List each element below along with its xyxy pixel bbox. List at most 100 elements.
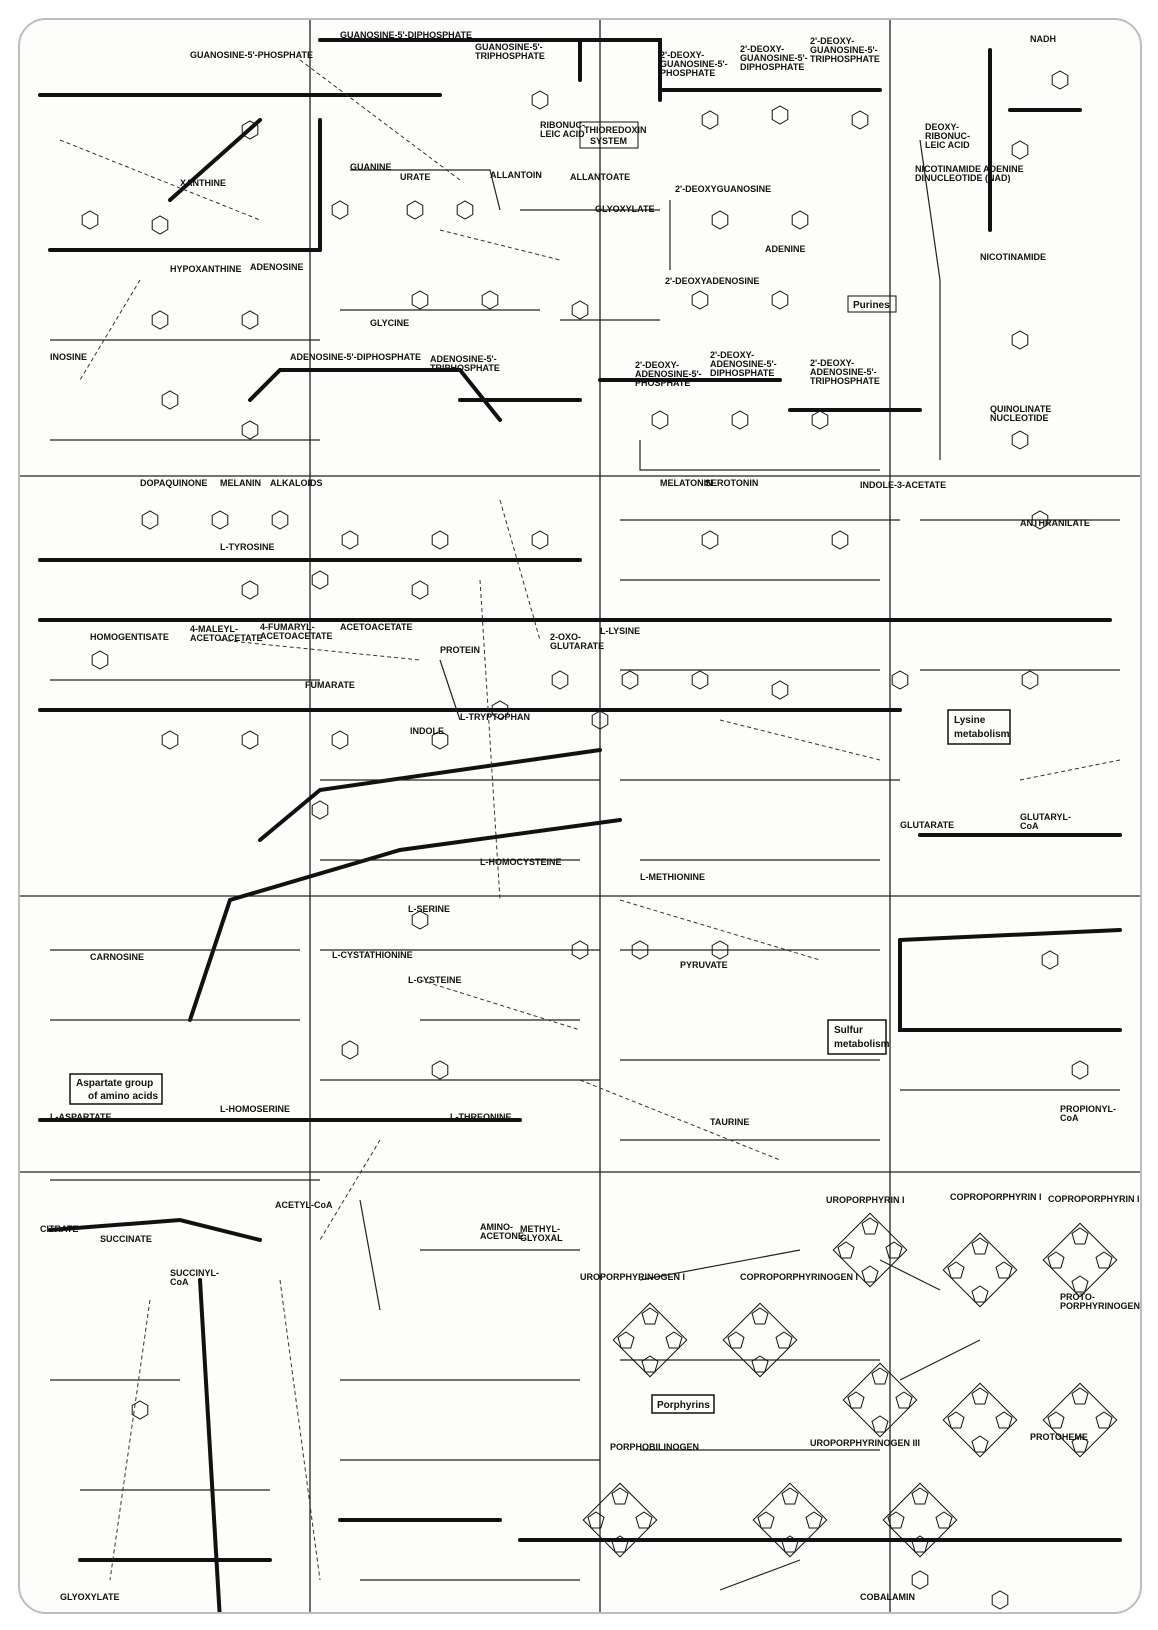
structure-ring-56 <box>631 940 649 960</box>
metabolite-label-melatonin: MELATONIN <box>660 478 713 488</box>
metabolite-label-dgtp-2: GUANOSINE-5'- <box>810 45 878 55</box>
metabolite-label-deoxyadenosine: 2'-DEOXYADENOSINE <box>665 276 759 286</box>
structure-ring-24 <box>241 420 259 440</box>
metabolite-label-succinate: SUCCINATE <box>100 1234 152 1244</box>
sulfur-label: Sulfur <box>834 1025 863 1036</box>
metabolite-label-threonine: L-THREONINE <box>450 1112 512 1122</box>
structure-ring-48 <box>621 670 639 690</box>
structure-ring-54 <box>1021 670 1039 690</box>
structure-ring-52 <box>311 800 329 820</box>
metabolite-label-cysteine: L-CYSTEINE <box>408 975 462 985</box>
metabolite-label-inosine: INOSINE <box>50 352 87 362</box>
metabolite-label-protoporphyrinogen: PROTO- <box>1060 1292 1095 1302</box>
structure-ring-65 <box>991 1590 1009 1610</box>
metabolite-label-dgdp: 2'-DEOXY- <box>740 44 784 54</box>
structure-ring-32 <box>341 530 359 550</box>
metabolite-label-deoxyribonucleic-2: RIBONUC- <box>925 131 970 141</box>
structure-ring-22 <box>1011 330 1029 350</box>
metabolite-label-citrate: CITRATE <box>40 1224 78 1234</box>
porphyrin-ring-3 <box>832 1212 908 1288</box>
metabolite-label-deoxyribonucleic: DEOXY- <box>925 122 959 132</box>
structure-ring-7 <box>531 90 549 110</box>
sulfur-box <box>827 1019 887 1055</box>
structure-ring-43 <box>241 730 259 750</box>
metabolite-label-propionylcoa-2: CoA <box>1060 1113 1079 1123</box>
structure-ring-10 <box>851 110 869 130</box>
porphyrins-box <box>651 1394 715 1414</box>
metabolite-label-fumarate: FUMARATE <box>305 680 355 690</box>
structure-ring-50 <box>771 680 789 700</box>
metabolite-label-aspartate: L-ASPARTATE <box>50 1112 112 1122</box>
metabolite-label-uroporphyrinogen: UROPORPHYRINOGEN I <box>580 1272 685 1282</box>
structure-ring-47 <box>551 670 569 690</box>
metabolite-label-dopaquinone: DOPAQUINONE <box>140 478 207 488</box>
metabolite-label-gmp: GUANOSINE-5'-PHOSPHATE <box>190 50 313 60</box>
structure-ring-61 <box>1041 950 1059 970</box>
metabolite-label-damp: 2'-DEOXY- <box>635 360 679 370</box>
structure-ring-35 <box>701 530 719 550</box>
metabolite-label-serotonin: SEROTONIN <box>705 478 758 488</box>
metabolite-label-cystathionine: L-CYSTATHIONINE <box>332 950 413 960</box>
structure-ring-58 <box>411 910 429 930</box>
metabolite-label-glutarate: GLUTARATE <box>900 820 954 830</box>
metabolite-label-tryptophan: L-TRYPTOPHAN <box>460 712 530 722</box>
metabolite-label-deoxyguanosine: 2'-DEOXYGUANOSINE <box>675 184 771 194</box>
metabolite-label-methionine: L-METHIONINE <box>640 872 705 882</box>
metabolite-label-homogentisate: HOMOGENTISATE <box>90 632 169 642</box>
metabolite-label-protoporphyrinogen-2: PORPHYRINOGEN IX <box>1060 1301 1140 1311</box>
metabolite-label-xanthine: XANTHINE <box>180 178 226 188</box>
structure-ring-23 <box>161 390 179 410</box>
metabolite-label-hypoxanthine: HYPOXANTHINE <box>170 264 242 274</box>
metabolite-label-dgdp-2: GUANOSINE-5'- <box>740 53 808 63</box>
structure-ring-45 <box>431 730 449 750</box>
metabolite-label-quinolinate-2: NUCLEOTIDE <box>990 413 1049 423</box>
metabolite-label-dgmp-2: GUANOSINE-5'- <box>660 59 728 69</box>
metabolite-label-protein: PROTEIN <box>440 645 480 655</box>
structure-ring-8 <box>701 110 719 130</box>
structure-ring-4 <box>331 200 349 220</box>
metabolite-label-guanine: GUANINE <box>350 162 392 172</box>
sulfur-label-2: metabolism <box>834 1039 890 1050</box>
metabolite-label-aminoacetone-2: ACETONE <box>480 1231 524 1241</box>
structure-ring-28 <box>1011 430 1029 450</box>
metabolite-label-propionylcoa: PROPIONYL- <box>1060 1104 1116 1114</box>
structure-ring-38 <box>241 580 259 600</box>
metabolite-label-gtp-2: TRIPHOSPHATE <box>475 51 545 61</box>
main-pathways <box>38 38 1122 1612</box>
structure-ring-26 <box>731 410 749 430</box>
metabolite-label-methylglyoxal: METHYL- <box>520 1224 560 1234</box>
structure-ring-27 <box>811 410 829 430</box>
metabolite-label-ribonucleic: RIBONUC- <box>540 120 585 130</box>
metabolite-label-coproporphyrinogen: COPROPORPHYRINOGEN I <box>740 1272 858 1282</box>
structure-ring-3 <box>241 120 259 140</box>
thioredoxin-label: THIOREDOXIN <box>584 125 647 135</box>
metabolite-label-homoserine: L-HOMOSERINE <box>220 1104 290 1114</box>
metabolite-label-pyruvate: PYRUVATE <box>680 960 728 970</box>
metabolite-label-dadp-2: ADENOSINE-5'- <box>710 359 777 369</box>
structure-ring-29 <box>141 510 159 530</box>
metabolite-label-tyrosine: L-TYROSINE <box>220 542 275 552</box>
metabolite-label-atp: ADENOSINE-5'- <box>430 354 497 364</box>
structural-formulas <box>81 70 1089 1610</box>
metabolite-label-damp-2: ADENOSINE-5'- <box>635 369 702 379</box>
structure-ring-6 <box>456 200 474 220</box>
aspartate-label: Aspartate group <box>76 1078 153 1089</box>
metabolite-label-glyoxylate2: GLYOXYLATE <box>60 1592 120 1602</box>
structure-ring-41 <box>91 650 109 670</box>
metabolite-label-allantoin: ALLANTOIN <box>490 170 542 180</box>
structure-ring-16 <box>241 310 259 330</box>
porphyrin-ring-4 <box>942 1232 1018 1308</box>
metabolite-label-glyoxylate: GLYOXYLATE <box>595 204 655 214</box>
metabolite-label-dgmp-3: PHOSPHATE <box>660 68 715 78</box>
lysine-box <box>947 709 1011 745</box>
metabolite-label-alkaloids: ALKALOIDS <box>270 478 323 488</box>
metabolite-label-dgmp: 2'-DEOXY- <box>660 50 704 60</box>
metabolite-label-taurine: TAURINE <box>710 1117 749 1127</box>
metabolite-label-deoxyribonucleic-3: LEIC ACID <box>925 140 970 150</box>
structure-ring-42 <box>161 730 179 750</box>
structure-ring-63 <box>131 1400 149 1420</box>
structure-ring-60 <box>431 1060 449 1080</box>
thioredoxin-box <box>579 121 639 149</box>
structure-ring-55 <box>571 940 589 960</box>
metabolite-label-acetylcoa: ACETYL-CoA <box>275 1200 333 1210</box>
